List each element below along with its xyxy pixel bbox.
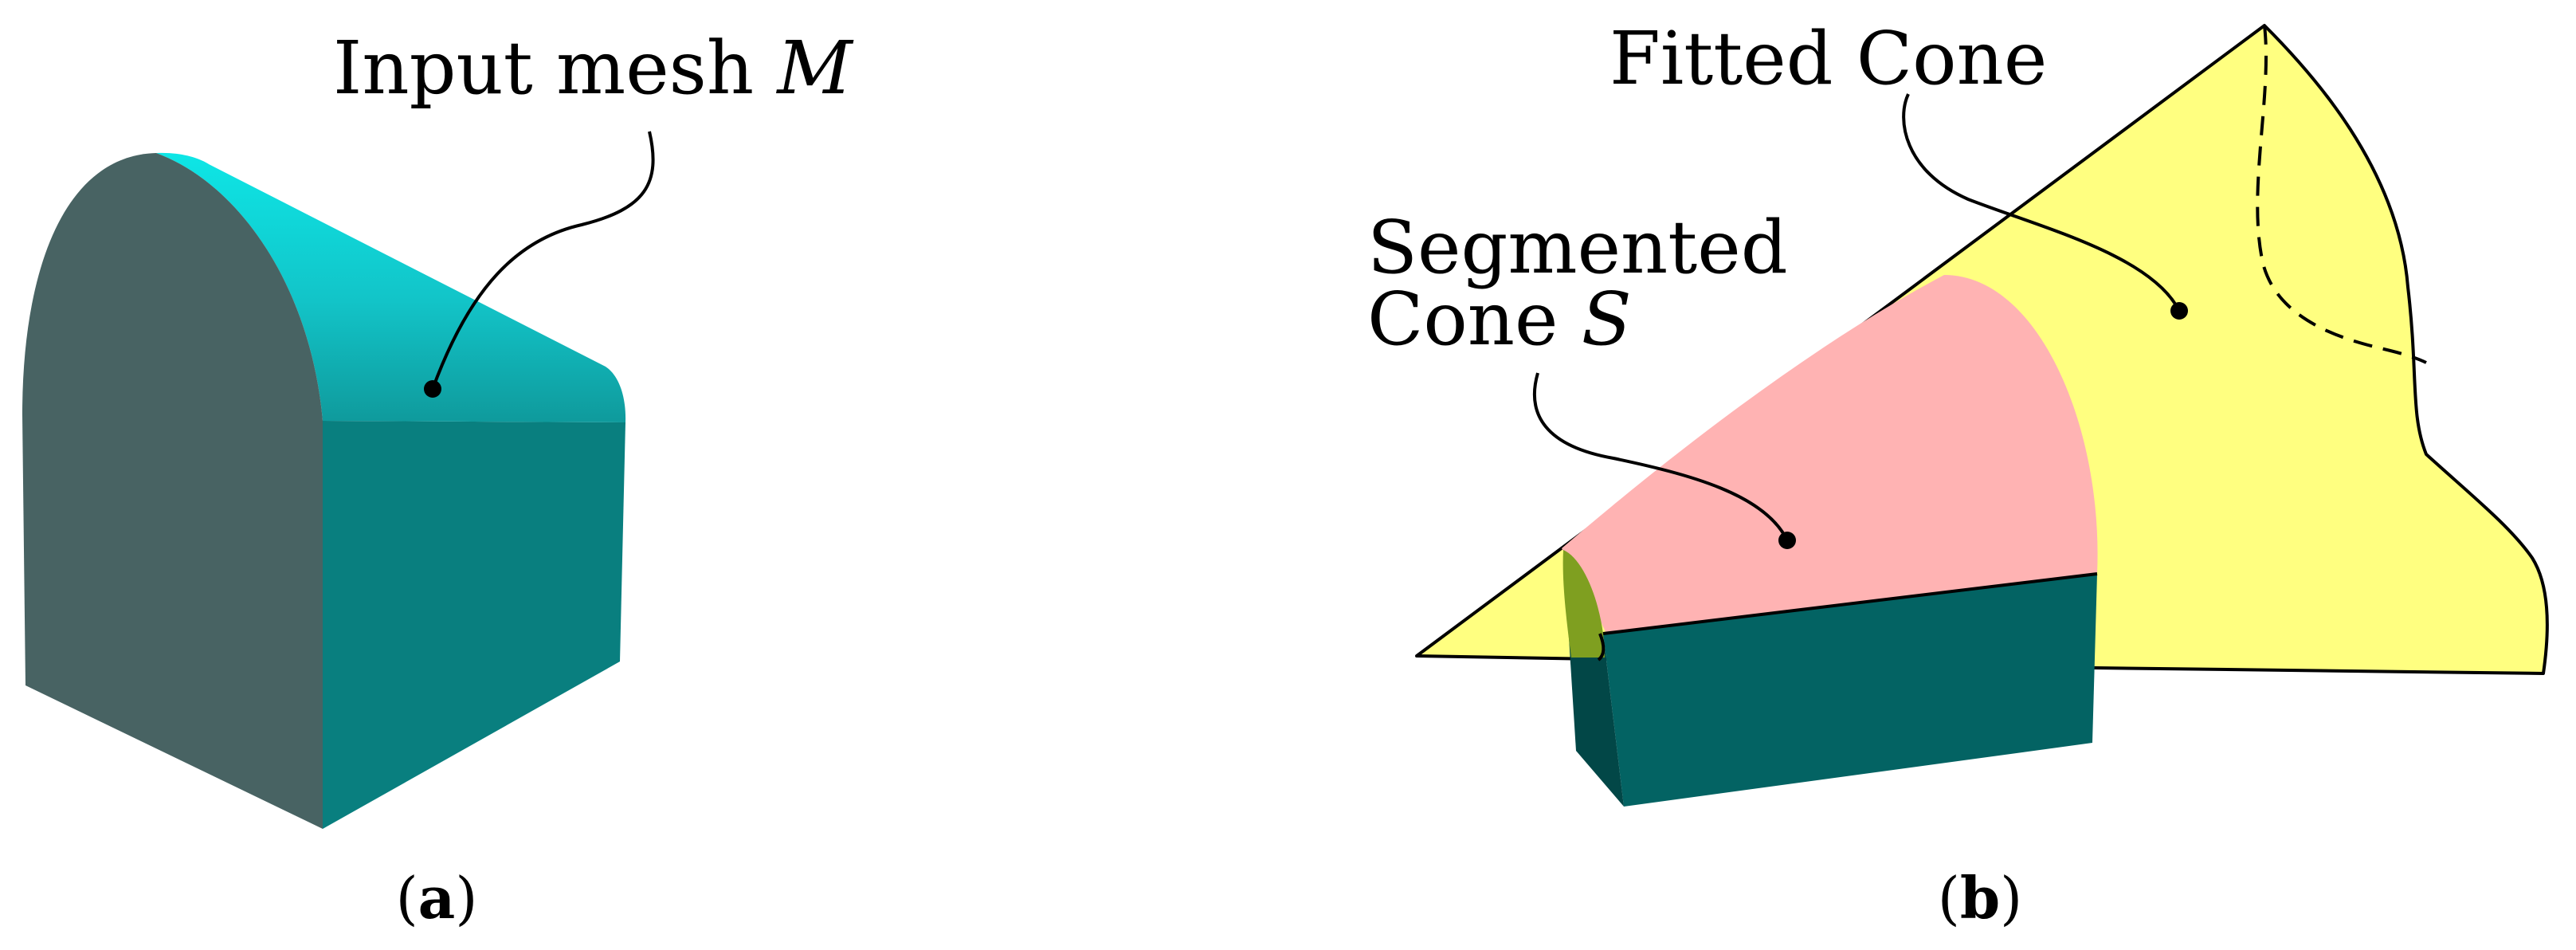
segmented-label-text: Cone — [1367, 277, 1582, 362]
input-mesh-label: Input mesh M — [333, 26, 854, 111]
fitted-leader-dot — [2170, 302, 2188, 320]
caption-a-letter: a — [418, 864, 456, 932]
caption-b-letter: b — [1960, 864, 2000, 932]
box-side-face — [1603, 574, 2097, 807]
mesh-leader-line — [431, 131, 655, 390]
caption-a: (a) — [396, 864, 478, 932]
fitted-cone-label: Fitted Cone — [1610, 16, 2047, 101]
segmented-leader-dot — [1778, 532, 1796, 549]
panel-a: Input mesh M (a) — [22, 26, 854, 932]
segmented-top-edge — [1602, 572, 2098, 635]
hidden-edge-dashed — [2256, 25, 2427, 364]
segmented-label-line2: Cone S — [1367, 277, 1632, 362]
segmented-cone-region — [1562, 275, 2098, 634]
input-mesh-label-symbol: M — [775, 26, 854, 111]
caption-b: (b) — [1938, 864, 2023, 932]
segmented-leader-line — [1533, 372, 1789, 541]
segmented-label-symbol: S — [1582, 277, 1632, 362]
mesh-side-face — [323, 421, 625, 829]
input-mesh-label-text: Input mesh — [333, 26, 777, 111]
cap-edge — [1597, 633, 1606, 661]
input-mesh — [22, 152, 626, 829]
mesh-front-face — [22, 153, 323, 829]
fitted-leader-line — [1902, 93, 2181, 312]
mesh-leader-dot — [424, 380, 441, 398]
mesh-curved-top — [156, 152, 626, 422]
segmented-label-line1: Segmented — [1367, 205, 1788, 290]
small-cap — [1562, 550, 1605, 658]
panel-b: Fitted Cone Segmented Cone S (b) — [1367, 16, 2549, 932]
